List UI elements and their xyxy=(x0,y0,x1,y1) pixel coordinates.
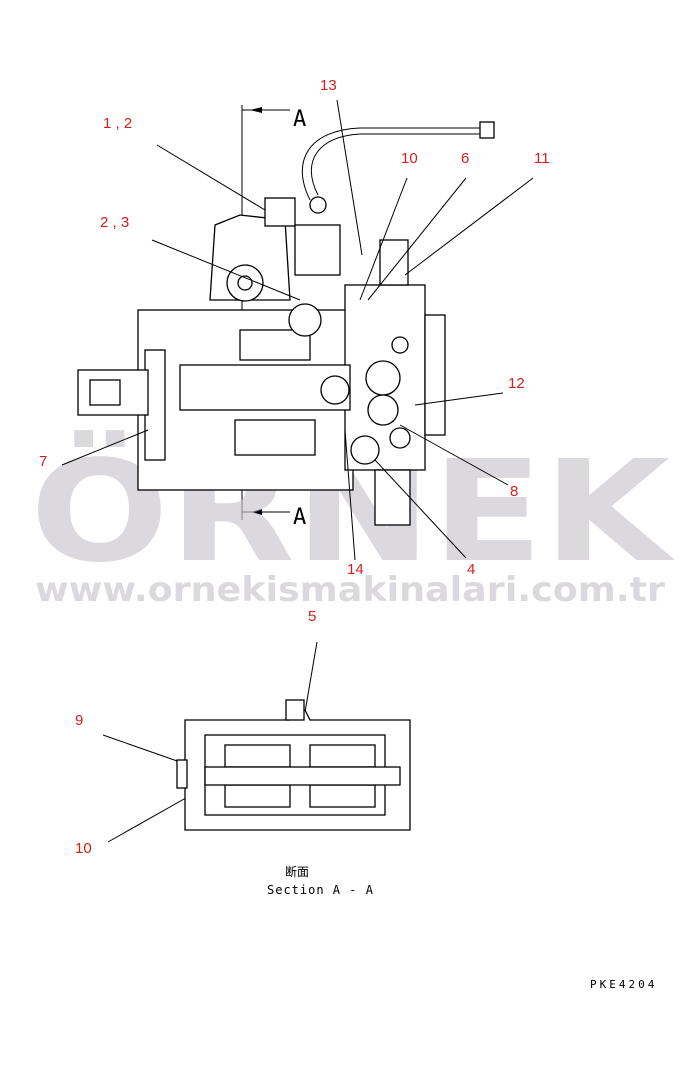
callout-12: 12 xyxy=(508,375,525,392)
leader-lines xyxy=(61,99,534,843)
callout-14: 14 xyxy=(347,561,364,578)
section-marker-top: A xyxy=(293,107,306,132)
callout-9: 9 xyxy=(75,712,83,729)
section-view xyxy=(176,699,411,831)
callout-6: 6 xyxy=(461,150,469,167)
callout-7: 7 xyxy=(39,453,47,470)
section-caption-japanese: 断面 xyxy=(285,864,309,879)
pump-assembly xyxy=(77,121,495,526)
callout-11: 11 xyxy=(534,150,550,167)
callout-13: 13 xyxy=(320,77,337,94)
callout-10-bottom: 10 xyxy=(75,840,92,857)
drawing-code: PKE4204 xyxy=(590,978,657,991)
watermark-url: www.ornekismakinalari.com.tr xyxy=(35,570,665,610)
section-caption-english: Section A - A xyxy=(267,883,374,897)
callout-8: 8 xyxy=(510,483,518,500)
callout-5: 5 xyxy=(308,608,316,625)
callout-2-3: 2 , 3 xyxy=(100,214,129,231)
callout-4: 4 xyxy=(467,561,475,578)
callout-10-top: 10 xyxy=(401,150,418,167)
callout-1-2: 1 , 2 xyxy=(103,115,132,132)
section-marker-bottom: A xyxy=(293,505,306,530)
